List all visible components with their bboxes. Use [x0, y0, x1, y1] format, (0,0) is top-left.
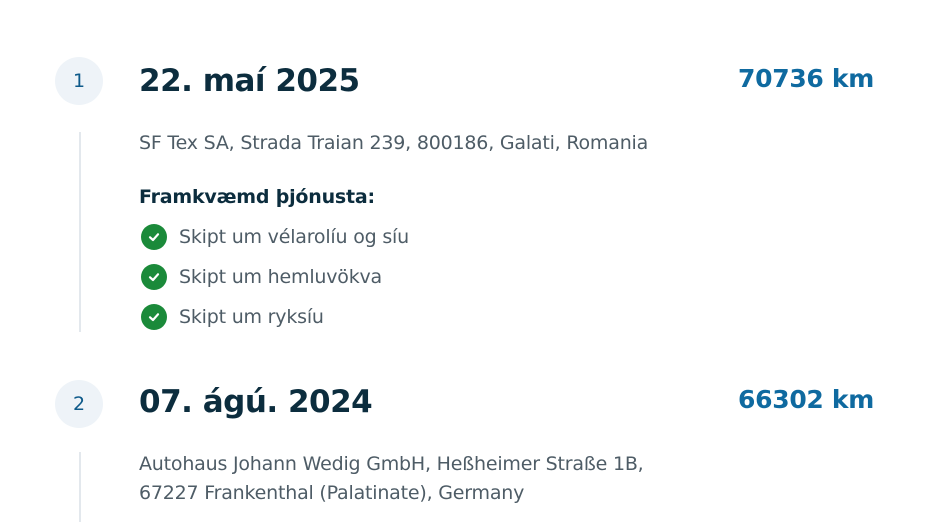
timeline-connector — [79, 132, 81, 332]
check-circle-icon — [141, 264, 167, 290]
service-item-label: Skipt um ryksíu — [179, 306, 324, 328]
address-line: 67227 Frankenthal (Palatinate), Germany — [139, 482, 525, 504]
services-performed-heading: Framkvæmd þjónusta: — [139, 186, 375, 208]
step-number-badge: 2 — [55, 380, 103, 428]
service-mileage: 70736 km — [738, 64, 874, 93]
service-item-label: Skipt um hemluvökva — [179, 266, 383, 288]
address-line: Autohaus Johann Wedig GmbH, Heßheimer St… — [139, 453, 644, 475]
service-date: 07. ágú. 2024 — [139, 384, 373, 420]
service-item: Skipt um vélarolíu og síu — [141, 223, 409, 251]
service-location-address: Autohaus Johann Wedig GmbH, Heßheimer St… — [139, 450, 759, 508]
step-number-badge: 1 — [55, 57, 103, 105]
service-date: 22. maí 2025 — [139, 63, 360, 99]
service-item: Skipt um hemluvökva — [141, 263, 382, 291]
check-circle-icon — [141, 304, 167, 330]
service-item: Skipt um ryksíu — [141, 303, 324, 331]
service-mileage: 66302 km — [738, 385, 874, 414]
service-item-label: Skipt um vélarolíu og síu — [179, 226, 409, 248]
check-circle-icon — [141, 224, 167, 250]
timeline-connector — [79, 452, 81, 522]
service-location-address: SF Tex SA, Strada Traian 239, 800186, Ga… — [139, 132, 649, 154]
